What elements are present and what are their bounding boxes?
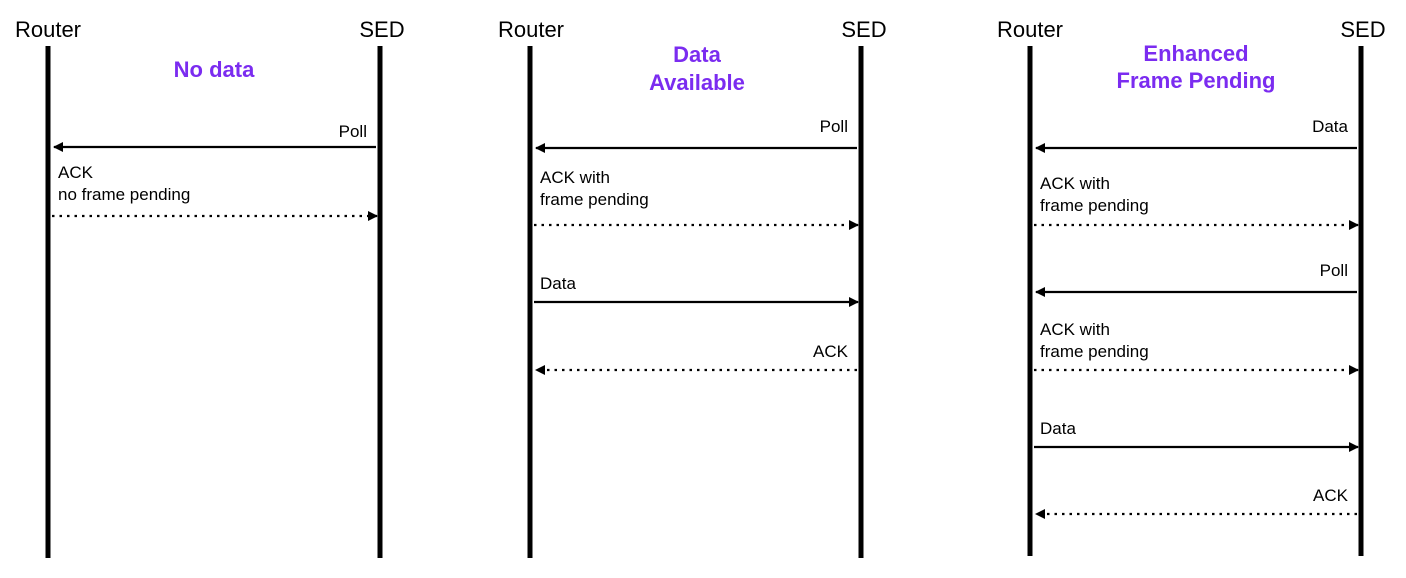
sed-label: SED [1340,17,1385,42]
message-ack-with-frame-pending: ACK with frame pending [1034,320,1359,375]
message-label: Poll [339,122,367,141]
message-poll: Poll [53,122,376,152]
message-label: Poll [1320,261,1348,280]
message-label: ACK [813,342,849,361]
message-label: Data [540,274,576,293]
message-label: no frame pending [58,185,190,204]
diagram-title: Frame Pending [1117,68,1276,93]
message-ack-with-frame-pending: ACK with frame pending [534,168,859,230]
message-ack: ACK [535,342,857,375]
diagram-title: Data [673,42,721,67]
diagram-title: No data [174,57,255,82]
sed-label: SED [841,17,886,42]
message-ack-with-frame-pending: ACK with frame pending [1034,174,1359,230]
message-poll: Poll [535,117,857,153]
message-poll: Poll [1035,261,1357,297]
diagram-title: Available [649,70,745,95]
diagram-title: Enhanced [1143,41,1248,66]
sed-label: SED [359,17,404,42]
message-data: Data [1034,419,1359,452]
router-label: Router [997,17,1063,42]
message-label: ACK with [1040,320,1110,339]
message-ack: ACK [1035,486,1357,519]
message-label: Poll [820,117,848,136]
message-label: Data [1040,419,1076,438]
router-label: Router [498,17,564,42]
message-label: ACK with [540,168,610,187]
message-label: frame pending [1040,196,1149,215]
message-data: Data [534,274,859,307]
message-label: frame pending [540,190,649,209]
message-label: frame pending [1040,342,1149,361]
message-data: Data [1035,117,1357,153]
message-label: ACK [1313,486,1349,505]
message-ack-no-frame-pending: ACK no frame pending [52,163,378,221]
message-label: Data [1312,117,1348,136]
router-label: Router [15,17,81,42]
message-label: ACK [58,163,94,182]
message-label: ACK with [1040,174,1110,193]
